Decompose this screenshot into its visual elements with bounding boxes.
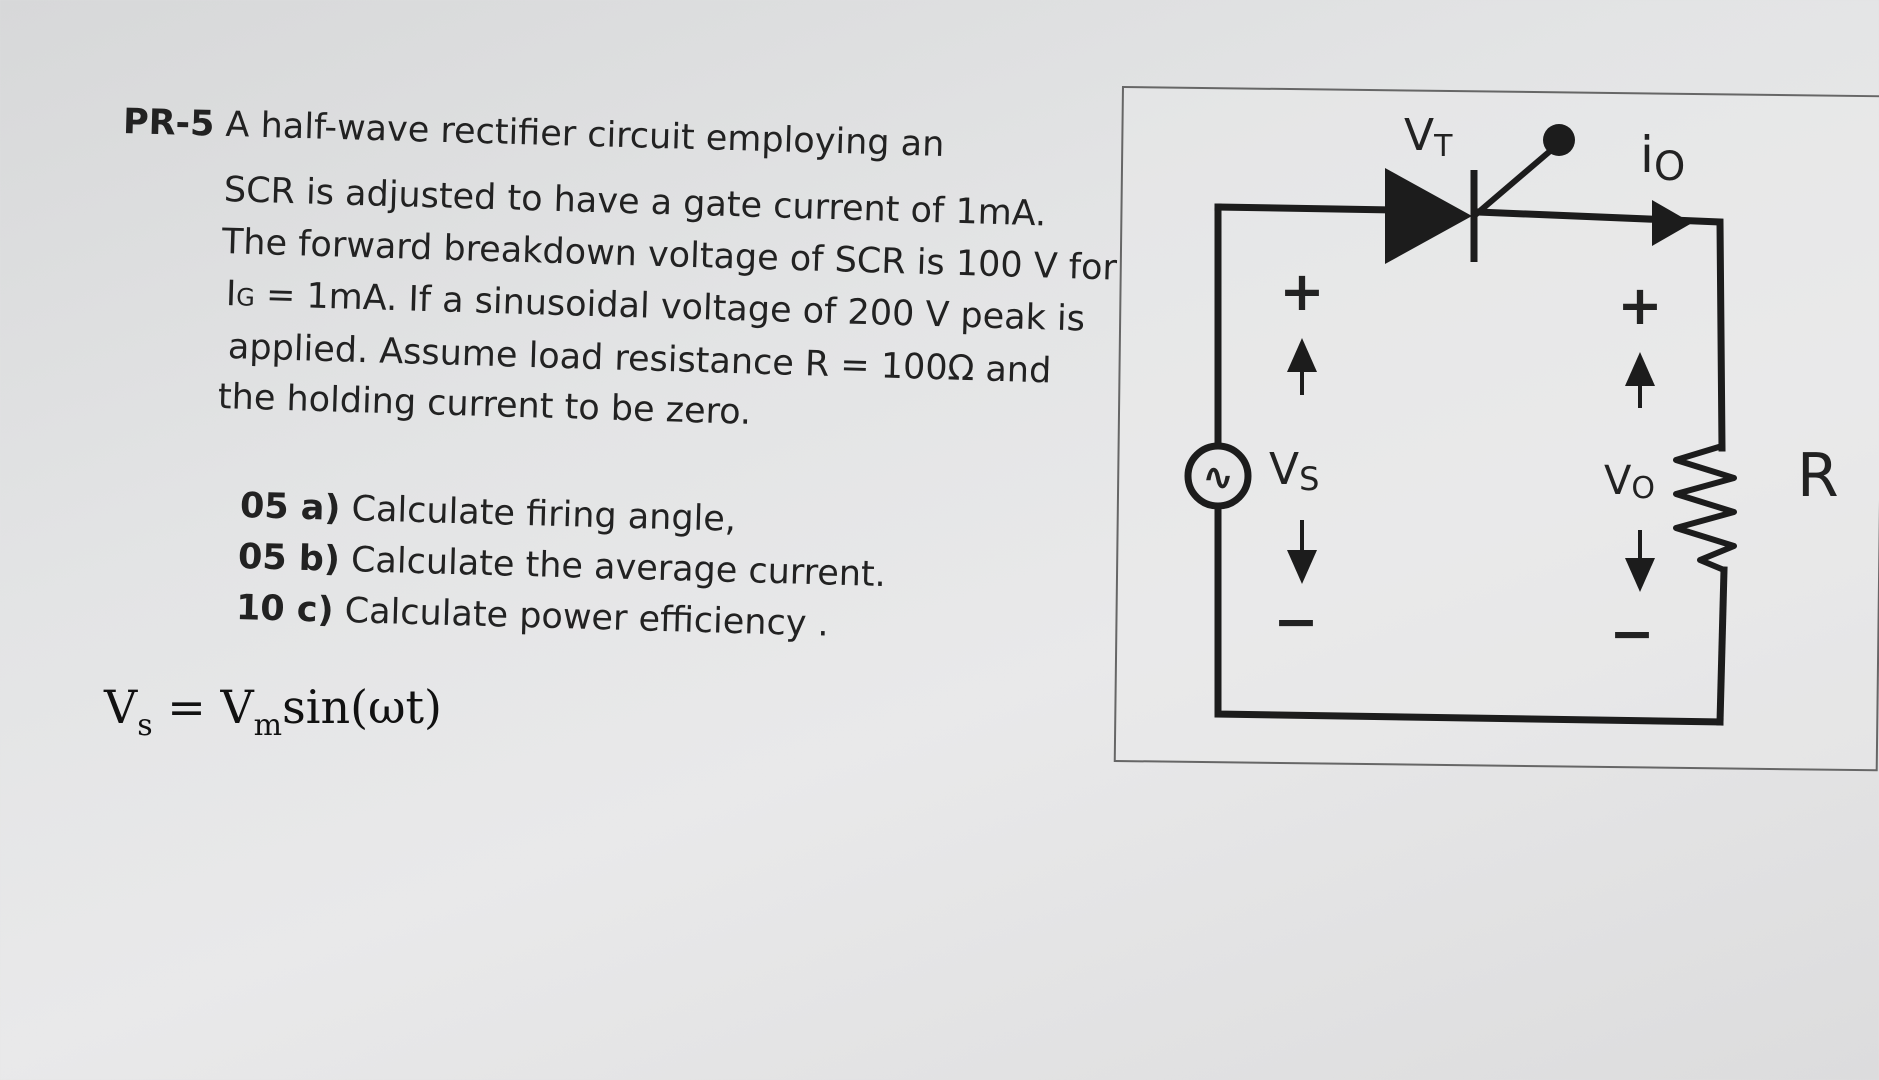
source-voltage-label: VS	[1269, 444, 1319, 498]
output-current-label: iO	[1640, 126, 1685, 190]
source-down-arrow-icon	[1287, 550, 1317, 584]
scr-voltage-label: VT	[1404, 110, 1453, 164]
ac-source-icon	[1184, 442, 1252, 510]
source-voltage-formula: Vs = Vmsin(ωt)	[104, 680, 442, 743]
wire-top-right	[1474, 208, 1726, 452]
current-arrow-icon	[1652, 200, 1692, 246]
source-minus-sign: −	[1273, 590, 1318, 653]
output-up-arrow-icon	[1625, 352, 1655, 386]
resistor-label: R	[1797, 441, 1839, 511]
scr-diode-icon	[1385, 168, 1472, 264]
wire-right-bottom	[1716, 566, 1728, 726]
scr-gate-terminal-icon	[1543, 124, 1575, 156]
resistor-icon	[1673, 443, 1737, 573]
output-minus-sign: −	[1609, 602, 1654, 665]
ac-source-symbol: ∿	[1202, 455, 1234, 499]
wire-left-bottom	[1214, 203, 1724, 726]
source-plus-sign: +	[1279, 260, 1324, 323]
source-up-arrow-icon	[1287, 338, 1317, 372]
output-down-arrow-icon	[1625, 558, 1655, 592]
scr-gate-lead	[1472, 143, 1558, 219]
output-plus-sign: +	[1617, 274, 1662, 337]
wire-top-left	[1214, 203, 1395, 214]
output-voltage-label: VO	[1604, 458, 1655, 506]
